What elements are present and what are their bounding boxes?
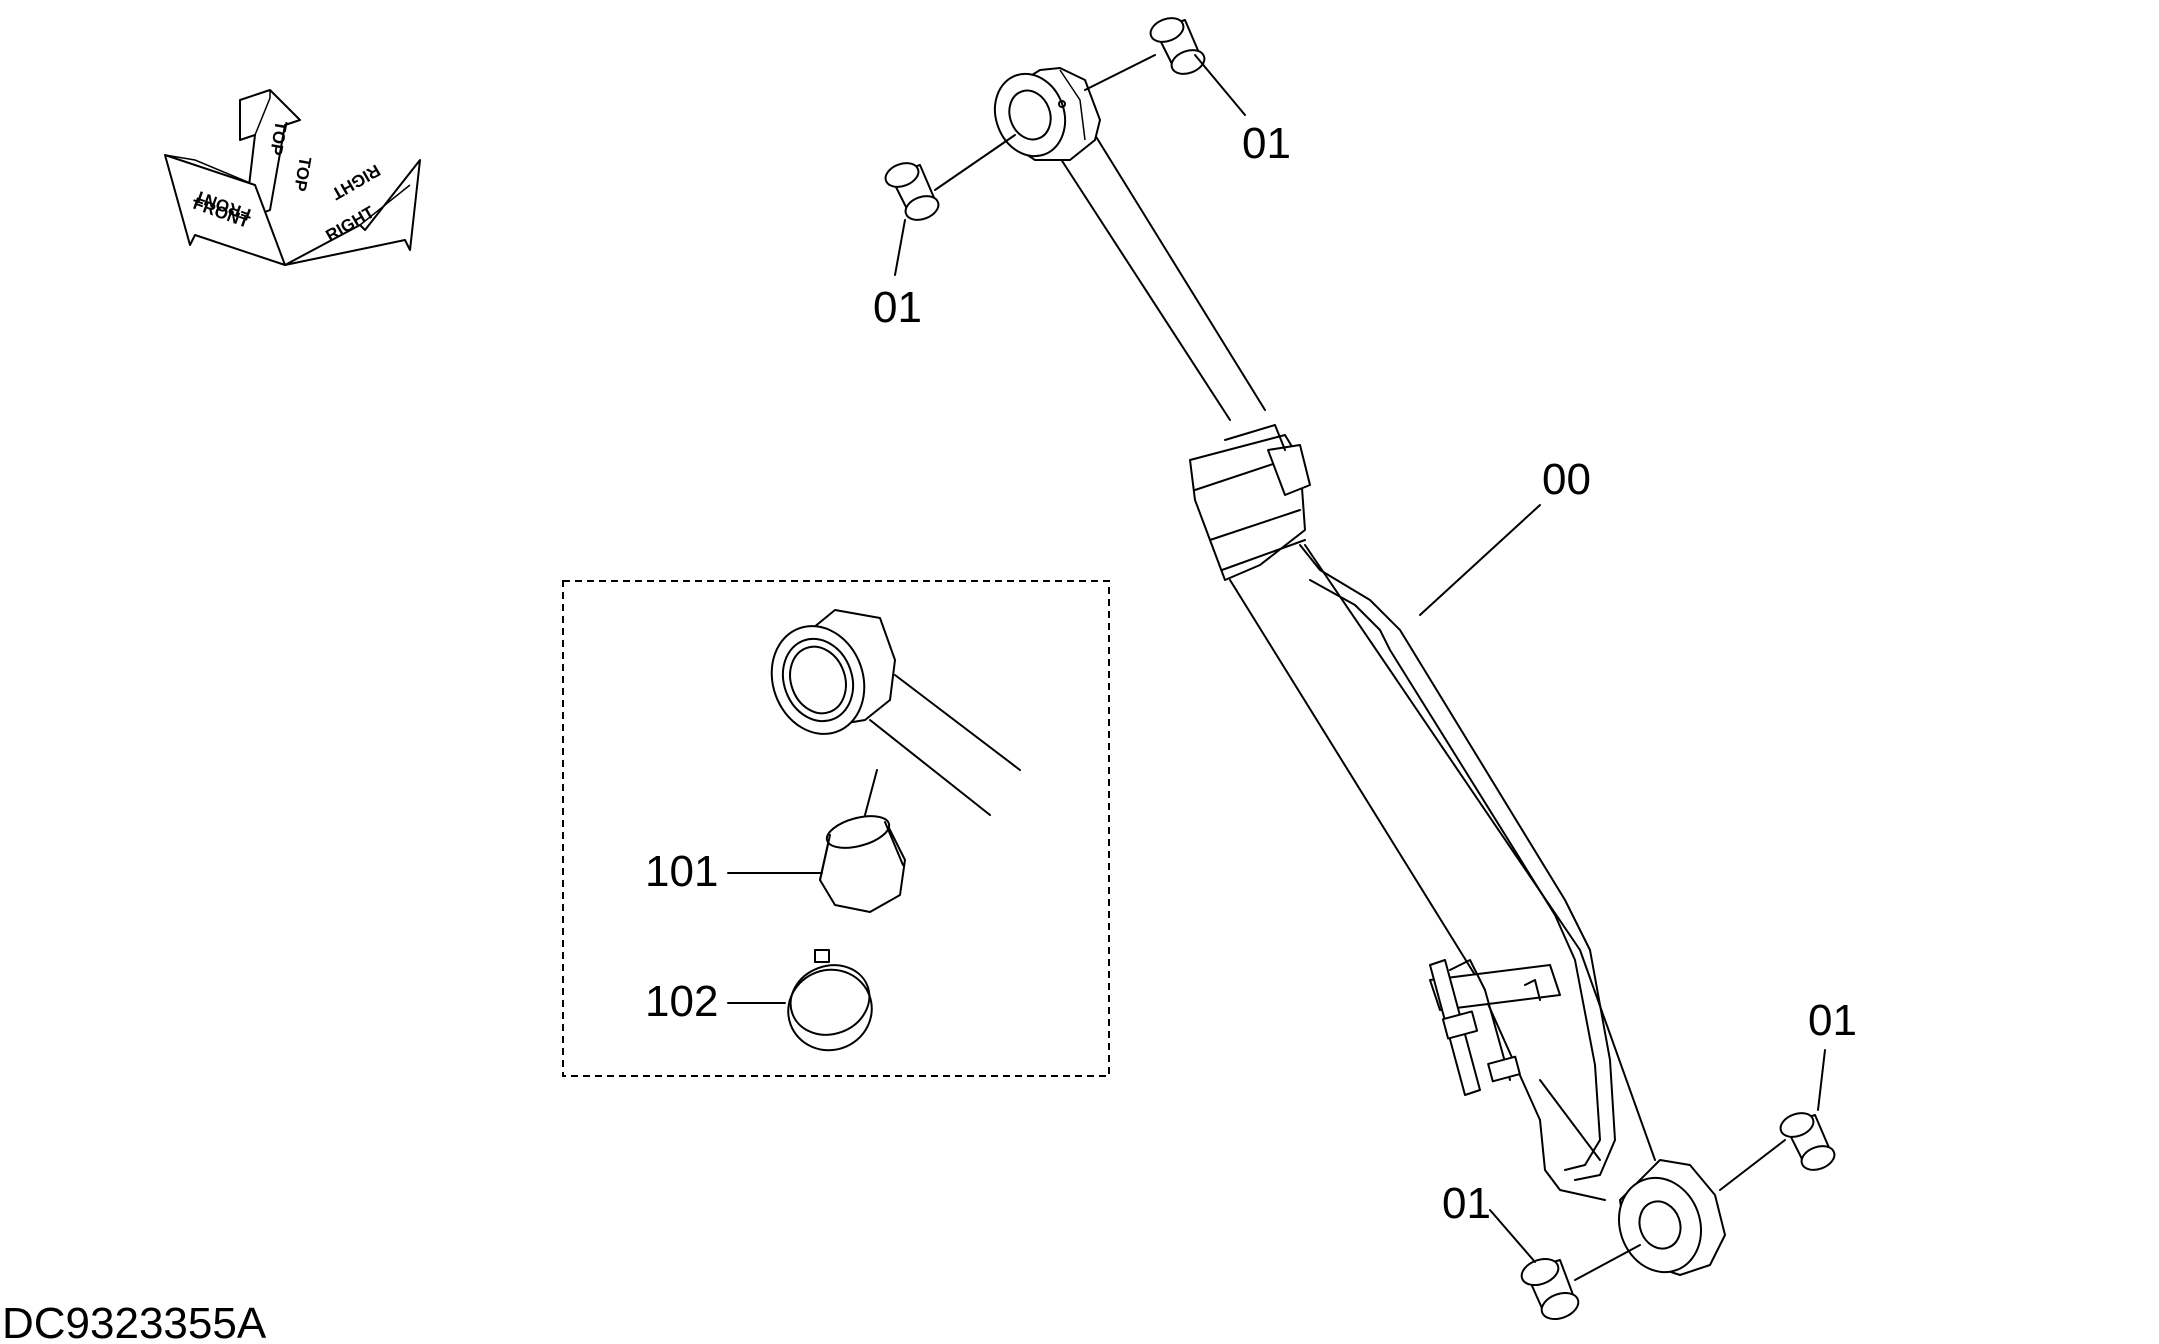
- cylinder-head: [1189, 424, 1311, 581]
- bushing-top-right: [1084, 17, 1206, 91]
- pipe-clamp: [1429, 959, 1561, 1096]
- hydraulic-cylinder: [993, 67, 1726, 1276]
- cylinder-eye: [1617, 1159, 1726, 1276]
- callout-top-left: 01: [873, 283, 922, 332]
- leader-top-left: [894, 219, 906, 276]
- leader-bottom-right: [1817, 1049, 1826, 1111]
- rod-eye: [993, 67, 1101, 161]
- bushing-top-left: [884, 134, 1016, 221]
- detail-bushing: [819, 815, 906, 913]
- detail-rod-end: [770, 609, 1021, 816]
- label-top-b: TOP: [290, 155, 315, 192]
- callout-cylinder: 00: [1542, 455, 1591, 504]
- callout-bottom-right: 01: [1808, 996, 1857, 1045]
- orientation-indicator: FRONT FRONT TOP TOP RIGHT RIGHT: [164, 89, 421, 266]
- callout-detail-bushing: 101: [645, 847, 718, 896]
- bushing-bottom-right: [1719, 1112, 1836, 1191]
- leader-top-right: [1194, 54, 1246, 116]
- detail-snap-ring: [787, 949, 873, 1052]
- leader-bottom-left: [1489, 1209, 1536, 1263]
- leader-cylinder: [1419, 504, 1541, 616]
- callout-bottom-left: 01: [1442, 1179, 1491, 1228]
- callout-detail-snap-ring: 102: [645, 977, 718, 1026]
- bushing-bottom-left: [1520, 1244, 1641, 1321]
- detail-box: [562, 580, 1110, 1077]
- label-right-upside: RIGHT: [328, 161, 384, 204]
- drawing-id: DC9323355A: [2, 1299, 267, 1344]
- callout-top-right: 01: [1242, 119, 1291, 168]
